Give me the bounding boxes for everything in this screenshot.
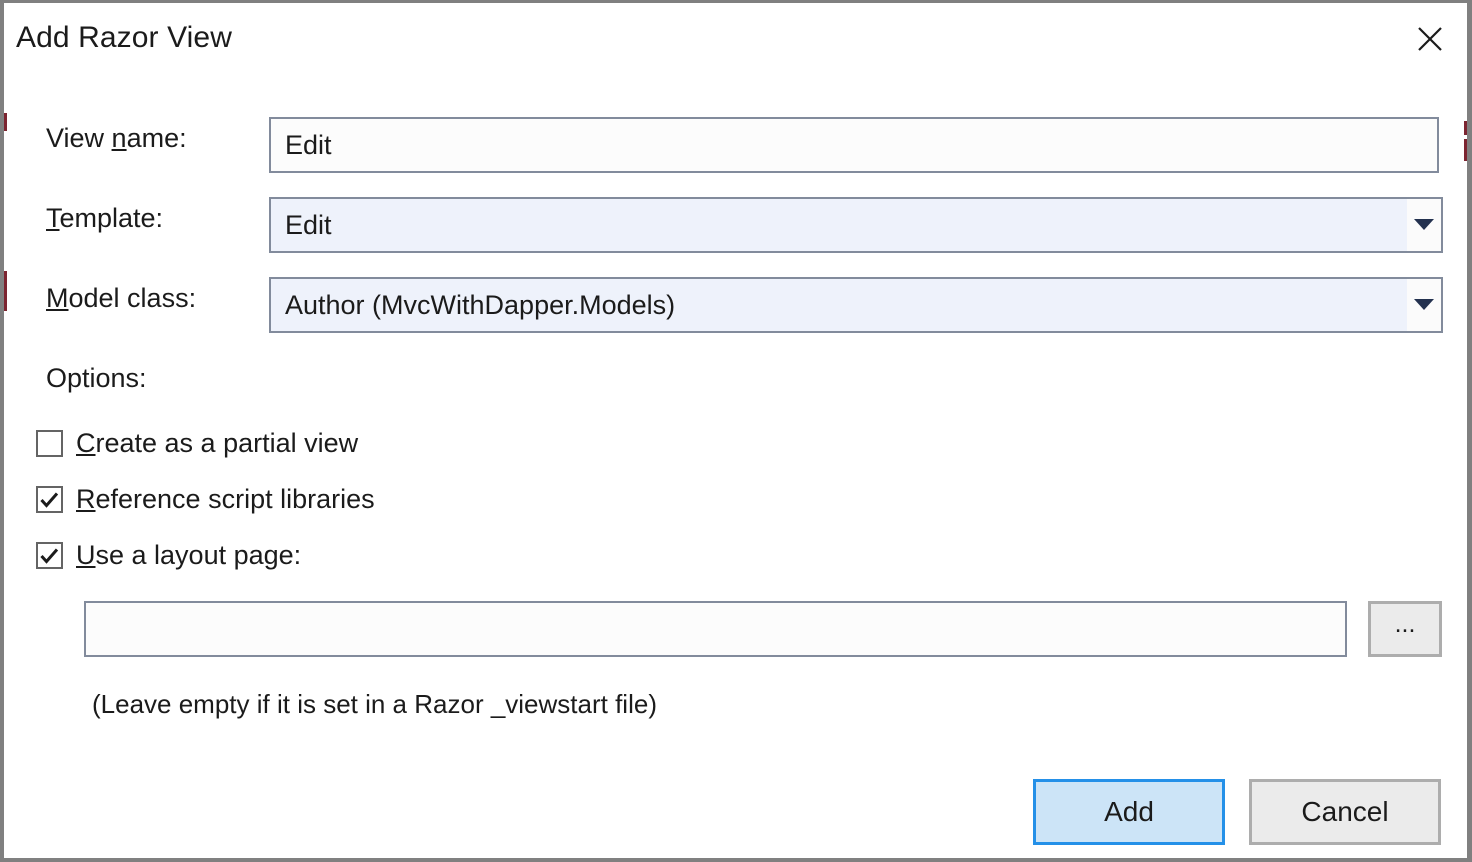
checkbox-box[interactable]: [36, 542, 63, 569]
background-artifact: [4, 271, 7, 311]
options-heading: Options:: [46, 363, 147, 393]
dialog-titlebar: Add Razor View: [4, 3, 1467, 75]
checkbox-reference-script-libraries-label: Reference script libraries: [76, 484, 375, 514]
check-icon: [40, 548, 59, 564]
checkbox-create-partial-view-label: Create as a partial view: [76, 428, 359, 458]
dialog-title: Add Razor View: [16, 21, 232, 54]
model-class-label: Model class:: [46, 283, 197, 313]
browse-button[interactable]: ...: [1368, 601, 1442, 657]
checkbox-use-layout-page[interactable]: Use a layout page:: [36, 540, 301, 571]
layout-page-input[interactable]: [84, 601, 1347, 657]
checkbox-reference-script-libraries[interactable]: Reference script libraries: [36, 484, 375, 515]
checkbox-box[interactable]: [36, 486, 63, 513]
layout-page-hint: (Leave empty if it is set in a Razor _vi…: [92, 689, 657, 719]
chevron-down-icon[interactable]: [1407, 279, 1441, 331]
template-dropdown[interactable]: Edit: [269, 197, 1443, 253]
model-class-value: Author (MvcWithDapper.Models): [285, 289, 676, 320]
view-name-value: Edit: [285, 129, 332, 160]
model-class-dropdown[interactable]: Author (MvcWithDapper.Models): [269, 277, 1443, 333]
close-icon[interactable]: [1401, 11, 1459, 67]
add-button[interactable]: Add: [1033, 779, 1225, 845]
background-artifact: [4, 113, 7, 131]
template-value: Edit: [285, 209, 332, 240]
template-label: Template:: [46, 203, 164, 233]
view-name-input[interactable]: Edit: [269, 117, 1439, 173]
check-icon: [40, 492, 59, 508]
background-artifact: [1464, 121, 1467, 135]
checkbox-create-partial-view[interactable]: Create as a partial view: [36, 428, 358, 459]
checkbox-box[interactable]: [36, 430, 63, 457]
chevron-down-icon[interactable]: [1407, 199, 1441, 251]
view-name-label: View name:: [46, 123, 187, 153]
background-artifact: [1464, 139, 1467, 161]
cancel-button[interactable]: Cancel: [1249, 779, 1441, 845]
checkbox-use-layout-page-label: Use a layout page:: [76, 540, 302, 570]
